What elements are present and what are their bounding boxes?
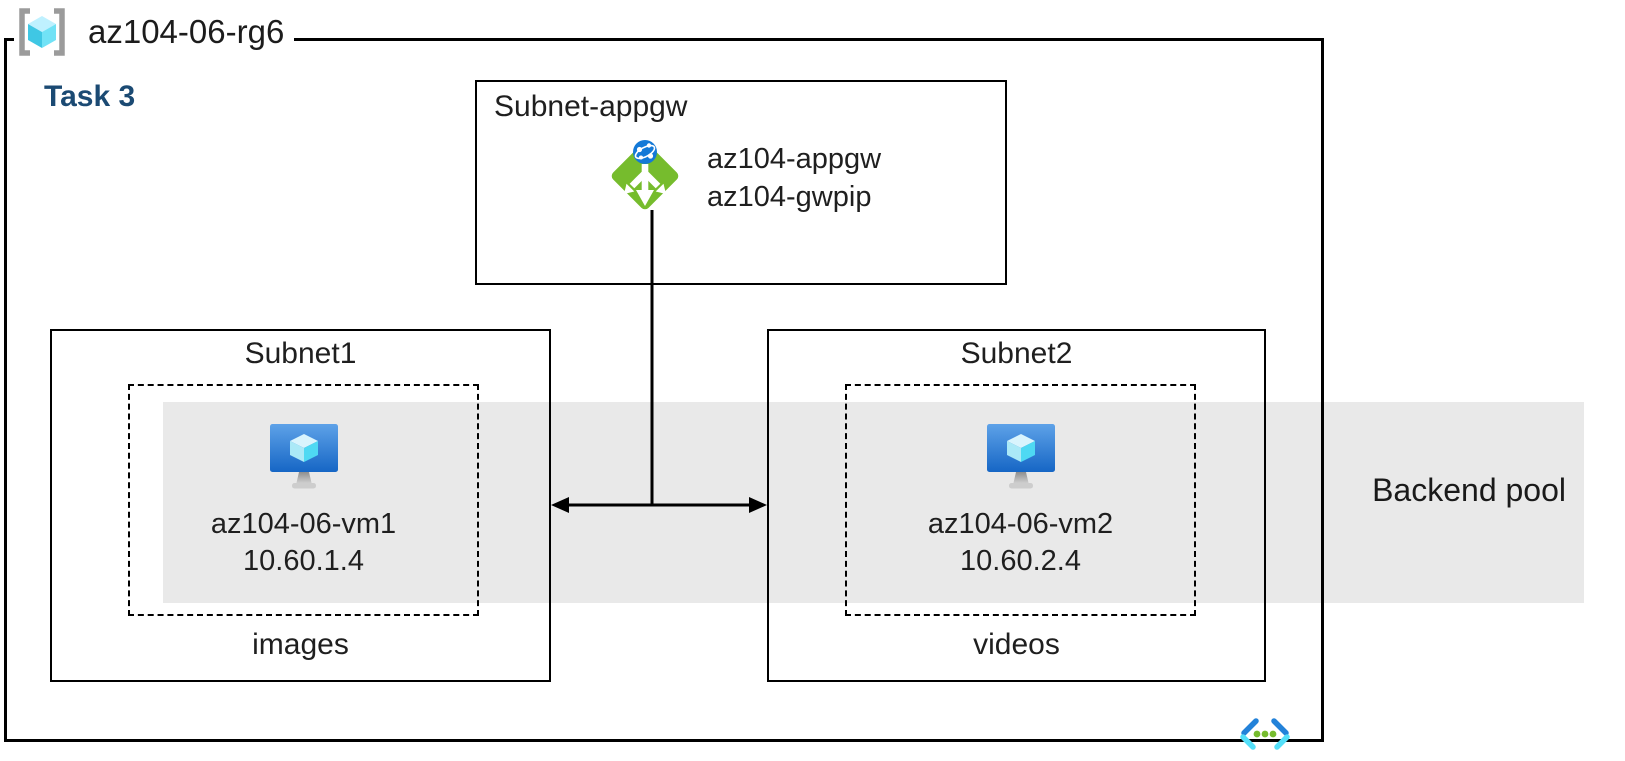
subnet1-backend-group: az104-06-vm1 10.60.1.4 xyxy=(128,384,479,616)
resource-group-icon xyxy=(19,8,65,56)
backend-pool-label: Backend pool xyxy=(1372,472,1566,508)
vm-icon xyxy=(986,424,1055,489)
subnet-appgw-box: Subnet-appgw az104-appgw az104-gwpip xyxy=(475,80,1007,285)
resource-group-name: az104-06-rg6 xyxy=(88,13,285,50)
subnet2-title: Subnet2 xyxy=(960,337,1073,370)
subnet2-caption: videos xyxy=(973,628,1060,661)
subnet1-title: Subnet1 xyxy=(244,337,357,370)
vm1-ip: 10.60.1.4 xyxy=(243,545,364,577)
resource-group-box xyxy=(4,38,1324,742)
application-gateway-icon xyxy=(611,140,679,210)
subnet2-box: Subnet2 az104-06-vm2 10.60.2.4 videos xyxy=(767,329,1266,682)
appgw-labels: az104-appgw az104-gwpip xyxy=(707,140,881,216)
subnet-appgw-title: Subnet-appgw xyxy=(494,90,688,123)
task-label: Task 3 xyxy=(44,80,136,113)
vm-icon xyxy=(269,424,338,489)
vm2-name: az104-06-vm2 xyxy=(927,508,1114,540)
appgw-name: az104-appgw xyxy=(707,143,882,175)
subnet1-box: Subnet1 az104-06-vm1 10.60.1.4 images xyxy=(50,329,551,682)
vm1-name: az104-06-vm1 xyxy=(210,508,397,540)
backend-pool-band xyxy=(163,402,1584,603)
subnet1-caption: images xyxy=(252,628,349,661)
subnet2-backend-group: az104-06-vm2 10.60.2.4 xyxy=(845,384,1196,616)
appgw-public-ip-name: az104-gwpip xyxy=(707,181,872,213)
virtual-network-icon xyxy=(1240,718,1290,750)
vm2-ip: 10.60.2.4 xyxy=(960,545,1081,577)
resource-group-header: az104-06-rg6 xyxy=(14,5,295,59)
